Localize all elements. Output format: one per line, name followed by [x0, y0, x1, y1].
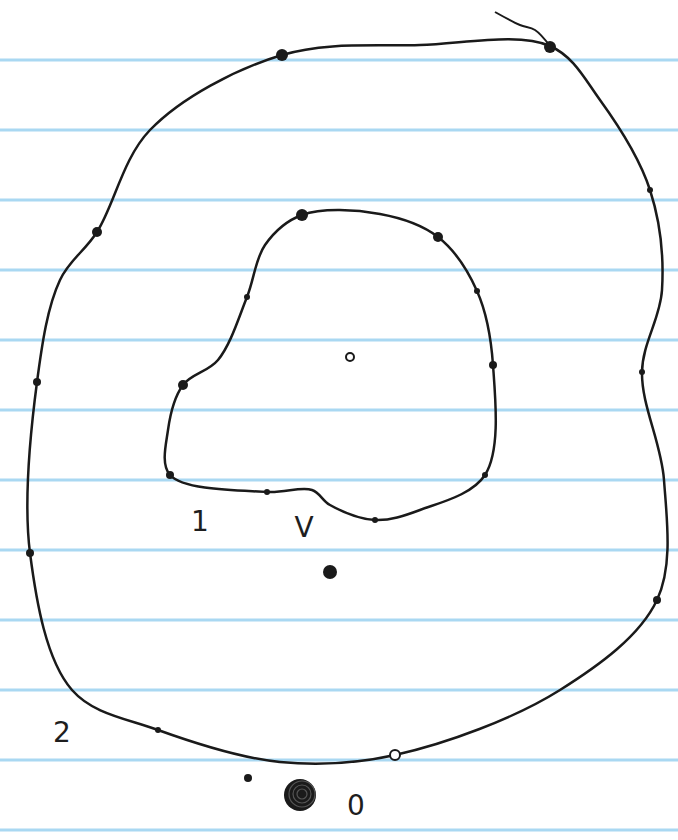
point-label: 2 — [53, 719, 71, 747]
ruled-line — [0, 619, 678, 622]
point-dot — [639, 369, 645, 375]
curve-tail — [495, 12, 550, 46]
scribbled-dot — [284, 779, 316, 811]
point-dot — [482, 472, 488, 478]
outer-curve — [27, 39, 667, 764]
point-dot — [647, 187, 653, 193]
point-dot — [92, 227, 102, 237]
point-dot — [323, 565, 337, 579]
point-dot — [544, 41, 556, 53]
ruled-line — [0, 409, 678, 412]
ruled-line — [0, 59, 678, 62]
hollow-dot — [346, 353, 354, 361]
point-dot — [372, 517, 378, 523]
point-dot — [474, 288, 480, 294]
point-dot — [433, 232, 443, 242]
hollow-dot — [390, 750, 400, 760]
inner-curve — [165, 210, 496, 520]
point-dot — [264, 489, 270, 495]
ruled-line — [0, 199, 678, 202]
point-label: V — [294, 514, 313, 542]
ruled-line — [0, 549, 678, 552]
point-dot — [26, 549, 34, 557]
point-dot — [33, 378, 41, 386]
ruled-line — [0, 129, 678, 132]
point-dot — [296, 209, 308, 221]
point-dot — [653, 596, 661, 604]
point-dot — [276, 49, 288, 61]
point-label: 0 — [347, 792, 365, 820]
ruled-line — [0, 759, 678, 762]
point-dot — [178, 380, 188, 390]
ruled-line — [0, 689, 678, 692]
point-dot — [244, 774, 252, 782]
ruled-line — [0, 829, 678, 832]
ruled-line — [0, 269, 678, 272]
ruled-line — [0, 479, 678, 482]
point-dot — [244, 294, 250, 300]
point-dot — [166, 471, 174, 479]
point-dot — [155, 727, 161, 733]
point-label: 1 — [191, 508, 209, 536]
point-dot — [489, 361, 497, 369]
ruled-line — [0, 339, 678, 342]
